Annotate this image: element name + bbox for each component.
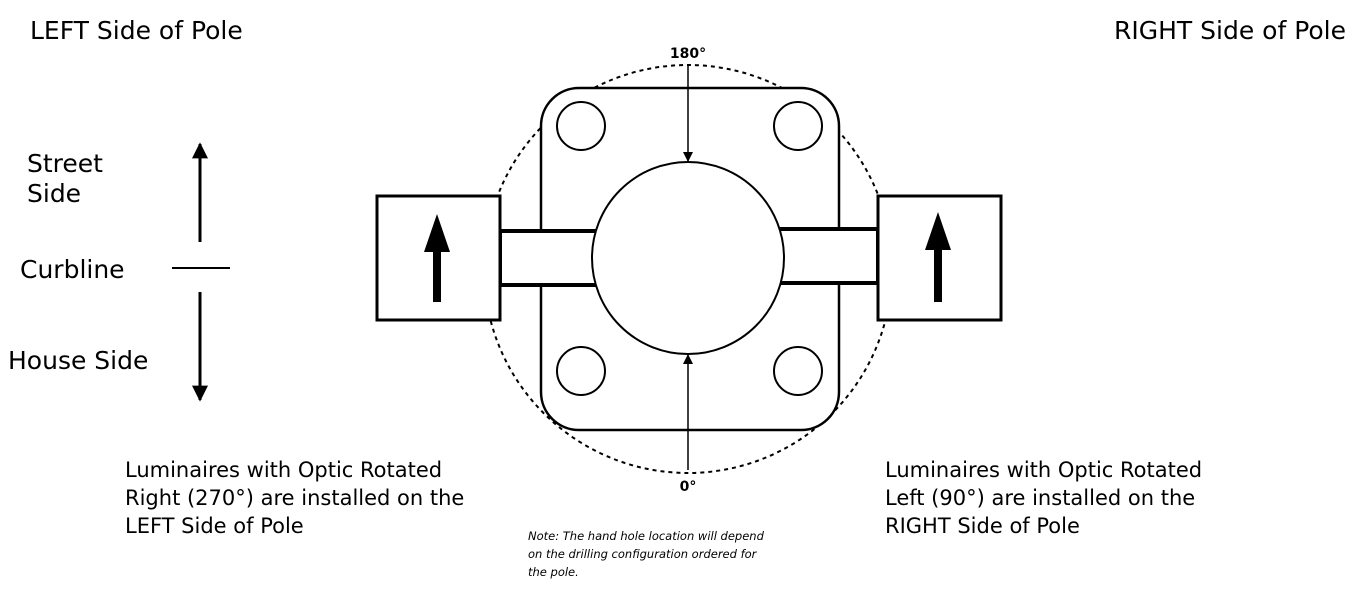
note-line2: on the drilling configuration ordered fo… xyxy=(528,547,757,561)
right-caption-line1: Luminaires with Optic Rotated xyxy=(885,458,1203,482)
top-angle-label: 180° xyxy=(670,46,706,62)
right-mounting-arm xyxy=(774,227,880,285)
bolt-hole-top-left xyxy=(556,101,606,151)
note-line3: the pole. xyxy=(528,565,579,579)
left-mounting-arm xyxy=(498,229,604,287)
pole-circle xyxy=(591,161,785,355)
bolt-hole-top-right xyxy=(773,101,823,151)
right-caption-line2: Left (90°) are installed on the xyxy=(885,486,1196,510)
left-side-heading: LEFT Side of Pole xyxy=(30,16,243,45)
note-line1: Note: The hand hole location will depend xyxy=(528,529,764,543)
right-side-heading: RIGHT Side of Pole xyxy=(1114,16,1346,45)
right-caption-line3: RIGHT Side of Pole xyxy=(885,514,1080,538)
left-caption-line1: Luminaires with Optic Rotated xyxy=(125,458,443,482)
street-side-label-line1: Street xyxy=(27,149,103,178)
bolt-hole-bottom-left xyxy=(556,346,606,396)
left-caption-line2: Right (270°) are installed on the xyxy=(125,486,465,510)
bolt-hole-bottom-right xyxy=(773,346,823,396)
bottom-angle-label: 0° xyxy=(680,479,697,495)
left-optic-arrow-head xyxy=(424,214,450,252)
street-side-label-line2: Side xyxy=(27,179,82,208)
curbline-label: Curbline xyxy=(20,255,125,284)
house-side-label: House Side xyxy=(8,346,149,375)
left-caption-line3: LEFT Side of Pole xyxy=(125,514,304,538)
right-optic-arrow-head xyxy=(925,212,951,250)
